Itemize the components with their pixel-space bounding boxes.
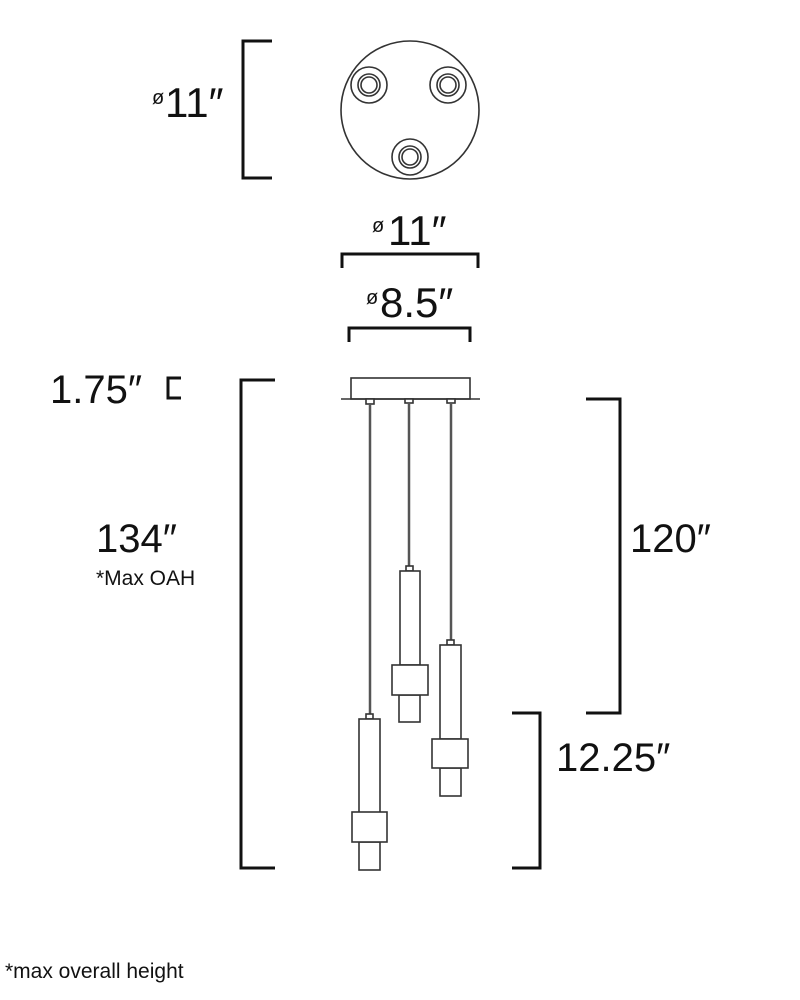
base-width-bracket	[347, 326, 472, 342]
canopy-width-label: 11″	[388, 207, 447, 254]
socket-hole	[391, 138, 429, 176]
canopy-width-bracket	[340, 252, 480, 268]
cord-length-label: 120″	[630, 517, 711, 561]
base-width-label: 8.5″	[380, 279, 453, 326]
overall-height-bracket	[239, 378, 275, 870]
top-view-bracket	[241, 39, 272, 180]
socket-hole	[429, 66, 467, 104]
canopy-side-view	[341, 377, 480, 405]
pendant-height-bracket	[512, 711, 542, 870]
diameter-symbol: ø	[152, 87, 164, 109]
diameter-symbol: ø	[372, 215, 384, 237]
canopy-height-label: 1.75″	[50, 368, 142, 412]
diameter-symbol: ø	[366, 287, 378, 309]
footnote: *max overall height	[5, 960, 184, 983]
cord-length-bracket	[586, 397, 622, 715]
canopy-height-bracket	[166, 376, 181, 400]
pendant-right	[431, 639, 469, 797]
pendant-middle	[391, 565, 429, 723]
pendant-height-label: 12.25″	[556, 736, 670, 780]
canopy-top-view	[340, 40, 480, 180]
pendant-left	[351, 713, 388, 871]
socket-hole	[350, 66, 388, 104]
overall-height-label: 134″	[96, 517, 177, 561]
overall-height-note: *Max OAH	[96, 567, 195, 590]
top-view-diameter-label: 11″	[165, 79, 224, 126]
